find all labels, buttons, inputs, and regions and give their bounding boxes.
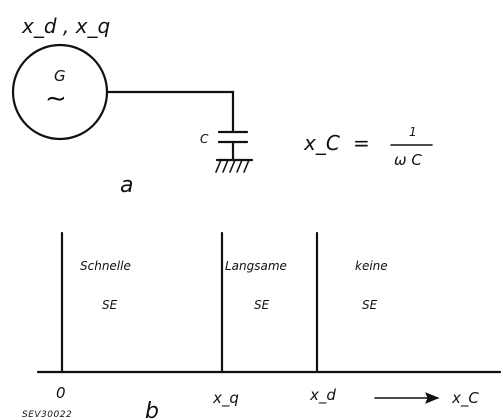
generator-label: G — [54, 67, 66, 85]
region-name: Schnelle — [80, 259, 131, 273]
reactance-formula: x_C = 1 ω C — [303, 125, 433, 169]
formula-numerator: 1 — [409, 125, 417, 139]
region-name: Langsame — [225, 259, 287, 273]
axis-arrow-icon — [374, 392, 440, 404]
figure-label-a: a — [120, 173, 133, 198]
axis-label-xc: x_C — [451, 389, 479, 408]
region-abbr: SE — [102, 298, 118, 312]
region-slow: Langsame SE — [225, 259, 287, 312]
formula-denominator: ω C — [394, 151, 422, 169]
region-fast: Schnelle SE — [80, 259, 131, 312]
axis-label-xd: x_d — [309, 386, 336, 405]
region-none: keine SE — [355, 259, 388, 312]
reactance-label: x_d , x_q — [21, 14, 110, 38]
axis-label-xq: x_q — [212, 389, 239, 408]
region-abbr: SE — [362, 298, 378, 312]
connection-wire — [105, 90, 235, 134]
ground-icon — [215, 158, 254, 173]
ac-symbol-icon: ∼ — [45, 84, 67, 114]
formula-lhs: x_C — [303, 131, 340, 155]
axis-label-origin: 0 — [56, 384, 66, 402]
reference-number: SEV30022 — [22, 410, 72, 420]
figure-label-b: b — [145, 399, 159, 420]
generator-reactances-text: x_d , x_q — [21, 14, 110, 38]
capacitor-label: C — [200, 132, 209, 146]
region-name: keine — [355, 259, 388, 273]
formula-equals: = — [353, 131, 370, 155]
region-abbr: SE — [254, 298, 270, 312]
